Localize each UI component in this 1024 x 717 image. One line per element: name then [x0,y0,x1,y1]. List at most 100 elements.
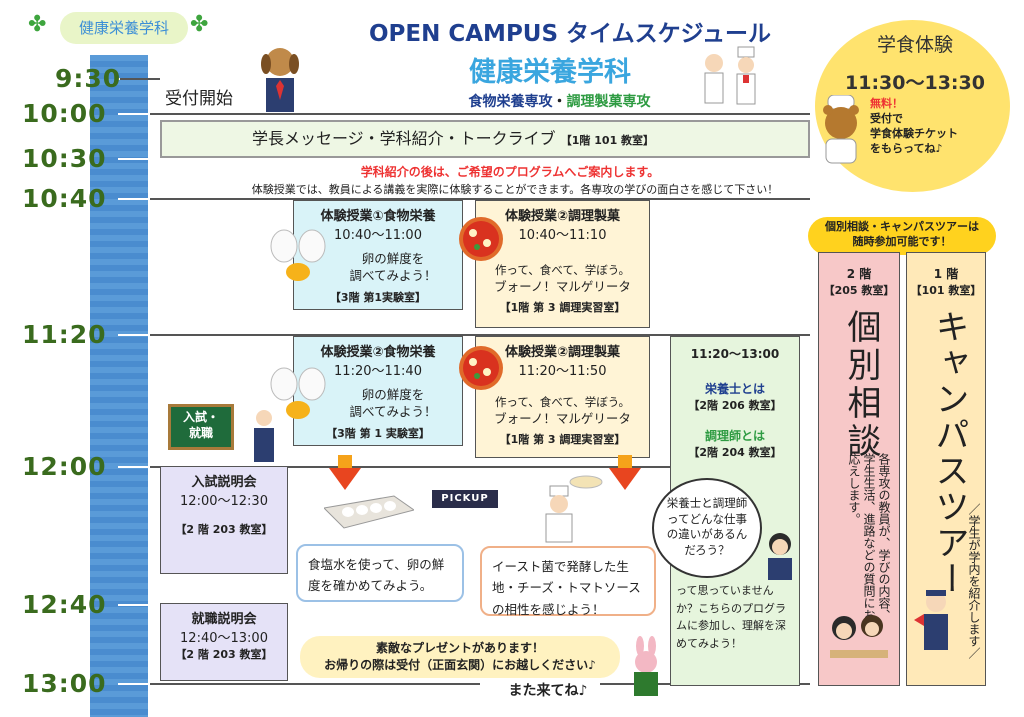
page-title: OPEN CAMPUS タイムスケジュール [369,21,771,47]
timeline-tick [118,158,148,160]
reception-label: 受付開始 [165,89,233,109]
lesson-desc: 卵の鮮度を 調べてみよう！ [294,251,462,285]
lunch-title: 学食体験 [876,34,953,56]
timeline-tick [118,466,148,468]
keynote-room: 【1階 101 教室】 [560,134,655,147]
time-label: 10:00 [22,99,107,128]
exam-room: 【2 階 203 教室】 [175,523,273,536]
pizza-speech-bubble: イースト菌で発酵した生地・チーズ・トマトソースの相性を感じよう！ [480,546,656,617]
lesson-desc-line: 調べてみよう！ [349,267,437,283]
clover-icon: ✤ [190,12,209,37]
lesson-room: 【1階 第 3 調理実習室】 [499,301,626,315]
exam-title: 入試説明会 [191,475,257,490]
consult-room: 【205 教室】 [823,284,895,297]
lesson-time: 11:20〜11:40 [334,364,422,379]
guide-illustration [914,590,948,650]
consult-desc: 各専攻の教員が、学びの内容、学生生活、進路などの質問にお応えします。 [847,453,891,621]
lesson-desc-line: ブォーノ！マルゲリータ [494,278,631,294]
lunch-free: 無料！ [870,97,903,110]
arrow-icon [618,455,632,469]
student-illustration [768,533,792,580]
divider [120,78,160,80]
lesson-desc-line: 調べてみよう！ [349,403,437,419]
chef-room: 【2階 204 教室】 [688,446,782,459]
blackboard-line: 入試・ [182,410,219,424]
rabbit-illustration [634,636,658,696]
tour-label: キャンパスツアー [929,309,969,597]
divider [150,334,810,336]
consult-box: 2 階 【205 教室】 個別相談 各専攻の教員が、学びの内容、学生生活、進路な… [818,252,900,686]
walkin-banner: 個別相談・キャンパスツアーは 随時参加可能です！ [808,217,996,255]
dept-name: 健康栄養学科 [469,57,631,88]
time-label: 12:40 [22,590,107,619]
lesson-title: 体験授業②調理製菓 [504,209,620,224]
walkin-line: 個別相談・キャンパスツアーは [825,220,979,233]
tour-box: 1 階 【101 教室】 キャンパスツアー ／学生が学内を紹介します／ [906,252,986,686]
lesson-desc-line: 作って、食べて、学ぼう。 [494,263,631,277]
time-label: 10:30 [22,144,107,173]
guide-text-red: 学科紹介の後は、ご希望のプログラムへご案内します。 [360,165,660,179]
lesson-title: 体験授業①食物栄養 [320,209,436,224]
lesson-desc: 卵の鮮度を 調べてみよう！ [294,387,462,421]
lesson-time: 10:40〜11:10 [518,228,607,243]
majors: 食物栄養専攻・調理製菓専攻 [432,91,687,111]
time-label: 10:40 [22,184,107,213]
lunch-note-line: 受付で [870,111,903,125]
major-food: 食物栄養専攻 [468,94,553,110]
career-info-box: 就職説明会 12:40〜13:00 【2 階 203 教室】 [160,603,288,681]
egg-speech-bubble: 食塩水を使って、卵の鮮度を確かめてみよう。 [296,544,464,602]
question-bubble: 栄養士と調理師ってどんな仕事の違いがあるんだろう？ [652,478,762,578]
teacher-illustration [254,410,274,462]
consult-floor: 2 階 [846,267,872,281]
major-cook: 調理製菓専攻 [566,94,651,110]
keynote-box: 学長メッセージ・学科紹介・トークライブ 【1階 101 教室】 [160,120,810,158]
arrow-down-icon [329,468,361,490]
bear-chef-illustration [823,95,859,164]
timeline-bar [90,55,148,717]
lesson-desc: 作って、食べて、学ぼう。 ブォーノ！マルゲリータ [476,395,649,427]
major-separator: ・ [552,94,567,110]
timeline-tick [118,198,148,200]
lesson-time: 10:40〜11:00 [334,228,422,243]
pizza-icon [459,217,503,261]
career-time: 12:40〜13:00 [180,631,268,646]
dietitian-title: 栄養士とは [704,382,765,396]
lesson-room: 【3階 第1実験室】 [329,290,427,304]
lunch-time: 11:30〜13:30 [845,72,985,94]
guide-text: 体験授業では、教員による講義を実際に体験することができます。各専攻の学びの面白さ… [251,183,779,196]
lesson-desc: 作って、食べて、学ぼう。 ブォーノ！マルゲリータ [476,263,649,295]
dietitian-room: 【2階 206 教室】 [688,399,782,412]
exam-info-box: 入試説明会 12:00〜12:30 【2 階 203 教室】 [160,466,288,574]
time-label: 9:30 [55,64,122,93]
dept-tag: 健康栄養学科 [60,12,188,44]
clover-icon: ✤ [28,12,47,37]
timeline-tick [118,334,148,336]
pizza-chef-illustration [545,475,603,543]
exam-time: 12:00〜12:30 [180,494,268,509]
walkin-line: 随時参加可能です！ [852,234,952,248]
chef-title: 調理師とは [704,429,765,443]
tour-floor: 1 階 [933,267,959,281]
career-title: 就職説明会 [191,612,257,627]
divider [150,683,480,685]
consult-label: 個別相談 [841,309,881,461]
pickup-badge: PICKUP [432,490,498,508]
lesson-card: 体験授業②調理製菓 11:20〜11:50 作って、食べて、学ぼう。 ブォーノ！… [475,336,650,458]
lesson-desc-line: 卵の鮮度を [361,387,425,402]
present-band: 素敵なプレゼントがあります！ お帰りの際は受付（正面玄関）にお越しください♪ [300,636,620,678]
timeline-tick [118,113,148,115]
consultation-illustration [830,615,888,658]
divider [150,113,810,115]
see-you-text: また来てね♪ [508,683,588,699]
tour-room: 【101 教室】 [910,284,982,297]
divider [150,198,810,200]
divider [150,466,670,468]
egg-carton-illustration [324,495,414,529]
arrow-down-icon [609,468,641,490]
lesson-desc-line: 卵の鮮度を [361,251,425,266]
lesson-desc-line: ブォーノ！マルゲリータ [494,410,631,426]
tour-desc: ／学生が学内を紹介します／ [967,503,981,659]
arrow-icon [338,455,352,469]
egg-icon [270,367,326,419]
time-label: 12:00 [22,452,107,481]
